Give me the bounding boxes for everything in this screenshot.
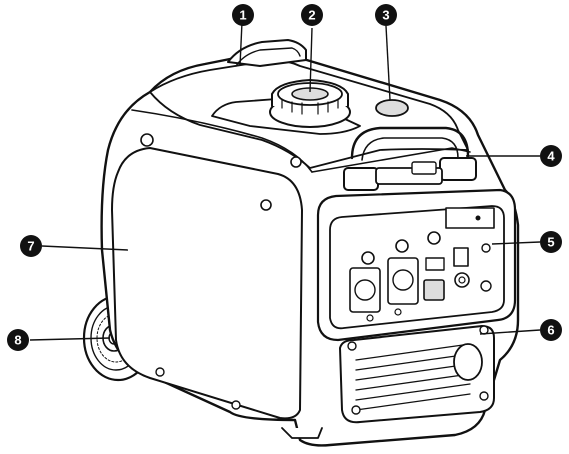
callout-number: 2 (308, 8, 315, 23)
callout-badge-5: 5 (540, 231, 562, 253)
callout-badge-6: 6 (540, 319, 562, 341)
air-vent-grille (339, 325, 495, 424)
callout-badge-2: 2 (301, 4, 323, 26)
control-panel (329, 205, 505, 330)
callout-badge-7: 7 (20, 235, 42, 257)
callout-number: 8 (14, 333, 21, 348)
leader-lines (29, 21, 541, 341)
callout-number: 4 (547, 149, 555, 164)
callout-badge-8: 8 (7, 329, 29, 351)
side-handle (343, 126, 477, 191)
callout-number: 3 (382, 8, 389, 23)
callout-number: 5 (547, 235, 554, 250)
callout-number: 7 (27, 239, 34, 254)
side-cover (111, 147, 303, 420)
callout-badge-1: 1 (232, 4, 254, 26)
callout-badge-4: 4 (540, 145, 562, 167)
callout-number: 6 (547, 323, 554, 338)
callout-badge-3: 3 (375, 4, 397, 26)
top-vent (375, 99, 409, 117)
generator-illustration (82, 39, 520, 447)
callout-number: 1 (239, 8, 246, 23)
